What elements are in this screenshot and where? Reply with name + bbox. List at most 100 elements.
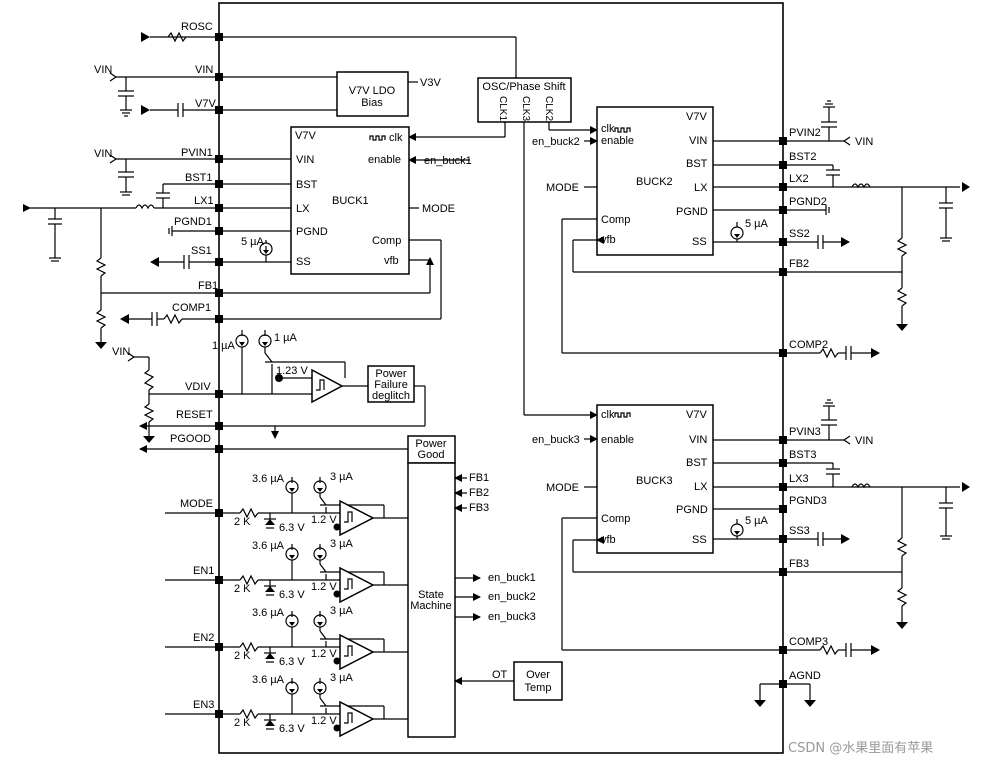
pg-line1: Power bbox=[415, 438, 447, 450]
pfd-line2: Failure bbox=[374, 379, 408, 391]
zener-label-3: 6.3 V bbox=[279, 723, 305, 735]
buck3-clk: clk bbox=[601, 409, 615, 421]
buck1-ss: SS bbox=[296, 256, 311, 268]
pin-pvin1: VIN PVIN1 bbox=[94, 147, 291, 196]
buck1-en-signal: en_buck1 bbox=[424, 155, 472, 167]
pin-v7v: V7V bbox=[141, 98, 337, 117]
right-pin-10 bbox=[779, 505, 787, 513]
buck2-vfb: vfb bbox=[601, 234, 616, 246]
osc-clk1: CLK1 bbox=[497, 96, 508, 121]
buck1-clk: clk bbox=[389, 132, 403, 144]
buck1-lx: LX bbox=[296, 203, 310, 215]
pin-label-v7v: V7V bbox=[195, 98, 216, 110]
pin-label-en-0: MODE bbox=[180, 498, 213, 510]
pin-pgood: PGOOD bbox=[139, 433, 408, 453]
right-pin-1 bbox=[779, 161, 787, 169]
right-pin-label-10: PGND3 bbox=[789, 495, 827, 507]
buck2-ss-current: 5 µA bbox=[745, 218, 769, 230]
pin-vin: VIN VIN bbox=[94, 64, 337, 117]
buck2-lx: LX bbox=[694, 182, 708, 194]
right-pin-12 bbox=[779, 568, 787, 576]
buck3-vin: VIN bbox=[689, 434, 707, 446]
vdiv-comparator bbox=[311, 368, 344, 404]
buck1-ss-current: 5 µA bbox=[241, 236, 265, 248]
buck2-en-signal: en_buck2 bbox=[532, 136, 580, 148]
pin-label-pvin1: PVIN1 bbox=[181, 147, 213, 159]
right-pin-5 bbox=[779, 268, 787, 276]
pin-label-en-2: EN2 bbox=[193, 632, 214, 644]
ldo-subtitle: Bias bbox=[361, 97, 383, 109]
buck3-block bbox=[596, 404, 714, 554]
buck2-enable: enable bbox=[601, 135, 634, 147]
pin-label-pgnd1: PGND1 bbox=[174, 216, 212, 228]
pin-label-lx1: LX1 bbox=[194, 195, 214, 207]
buck3-enable: enable bbox=[601, 434, 634, 446]
sm-en3: en_buck3 bbox=[488, 611, 536, 623]
pin-label-comp1: COMP1 bbox=[172, 302, 211, 314]
buck2-right-pins: VIN 5 µA bbox=[713, 100, 970, 360]
right-pin-column: PVIN2BST2LX2PGND2SS2FB2COMP2PVIN3BST3LX3… bbox=[779, 127, 828, 688]
right-pin-label-9: LX3 bbox=[789, 473, 809, 485]
buck1-vfb: vfb bbox=[384, 255, 399, 267]
buck1-mode: MODE bbox=[422, 203, 455, 215]
buck3-pgnd: PGND bbox=[676, 504, 708, 516]
vin-ext-label-3: VIN bbox=[112, 346, 130, 358]
buck3-en-signal: en_buck3 bbox=[532, 434, 580, 446]
pin-fb1: FB1 bbox=[101, 257, 434, 297]
ldo-output-label: V3V bbox=[420, 77, 441, 89]
right-pin-8 bbox=[779, 459, 787, 467]
zener-label-0: 6.3 V bbox=[279, 522, 305, 534]
right-pin-label-11: SS3 bbox=[789, 525, 810, 537]
right-pin-13 bbox=[779, 646, 787, 654]
buck1-block bbox=[290, 126, 410, 275]
ib-label-2: 3 µA bbox=[330, 605, 354, 617]
buck3-vfb: vfb bbox=[601, 534, 616, 546]
pin-label-reset: RESET bbox=[176, 409, 213, 421]
buck3-v7v: V7V bbox=[686, 409, 707, 421]
right-pin-label-5: FB2 bbox=[789, 258, 809, 270]
sm-en1: en_buck1 bbox=[488, 572, 536, 584]
buck2-v7v: V7V bbox=[686, 111, 707, 123]
pg-line2: Good bbox=[418, 449, 445, 461]
right-pin-label-8: BST3 bbox=[789, 449, 817, 461]
right-pin-0 bbox=[779, 137, 787, 145]
ib-label-3: 3 µA bbox=[330, 672, 354, 684]
res-label-3: 2 K bbox=[234, 717, 251, 729]
vdiv-current-1: 1 µA bbox=[212, 340, 236, 352]
right-pin-3 bbox=[779, 206, 787, 214]
vref-label-0: 1.2 V bbox=[311, 514, 337, 526]
pin-vdiv: VIN VDIV 1 µA 1 µA 1.23 V bbox=[112, 330, 368, 443]
res-label-0: 2 K bbox=[234, 516, 251, 528]
enable-comparator-2 bbox=[339, 633, 375, 671]
pin-label-fb1: FB1 bbox=[198, 280, 218, 292]
buck3-bst: BST bbox=[686, 457, 708, 469]
buck2-vin-ext: VIN bbox=[855, 136, 873, 148]
buck2-mode: MODE bbox=[546, 182, 579, 194]
chip-outline bbox=[218, 2, 784, 754]
pin-bst1: BST1 bbox=[156, 172, 291, 208]
right-pin-4 bbox=[779, 238, 787, 246]
buck1-pgnd: PGND bbox=[296, 226, 328, 238]
vref-label-3: 1.2 V bbox=[311, 715, 337, 727]
pin-label-en-1: EN1 bbox=[193, 565, 214, 577]
buck3-ss-current: 5 µA bbox=[745, 515, 769, 527]
right-pin-7 bbox=[779, 436, 787, 444]
vdiv-current-2: 1 µA bbox=[274, 332, 298, 344]
state-machine-block bbox=[407, 462, 456, 738]
enable-comparator-1 bbox=[339, 566, 375, 604]
buck3-title: BUCK3 bbox=[636, 475, 673, 487]
right-pin-9 bbox=[779, 483, 787, 491]
buck3-comp: Comp bbox=[601, 513, 630, 525]
pin-ss1: SS1 5 µA bbox=[150, 236, 291, 269]
enable-comparator-0 bbox=[339, 499, 375, 537]
pin-label-rosc: ROSC bbox=[181, 21, 213, 33]
buck1-bst: BST bbox=[296, 179, 318, 191]
buck3-ss: SS bbox=[692, 534, 707, 546]
right-pin-label-7: PVIN3 bbox=[789, 426, 821, 438]
pin-label-vdiv: VDIV bbox=[185, 381, 211, 393]
buck2-bst: BST bbox=[686, 158, 708, 170]
right-pin-label-2: LX2 bbox=[789, 173, 809, 185]
